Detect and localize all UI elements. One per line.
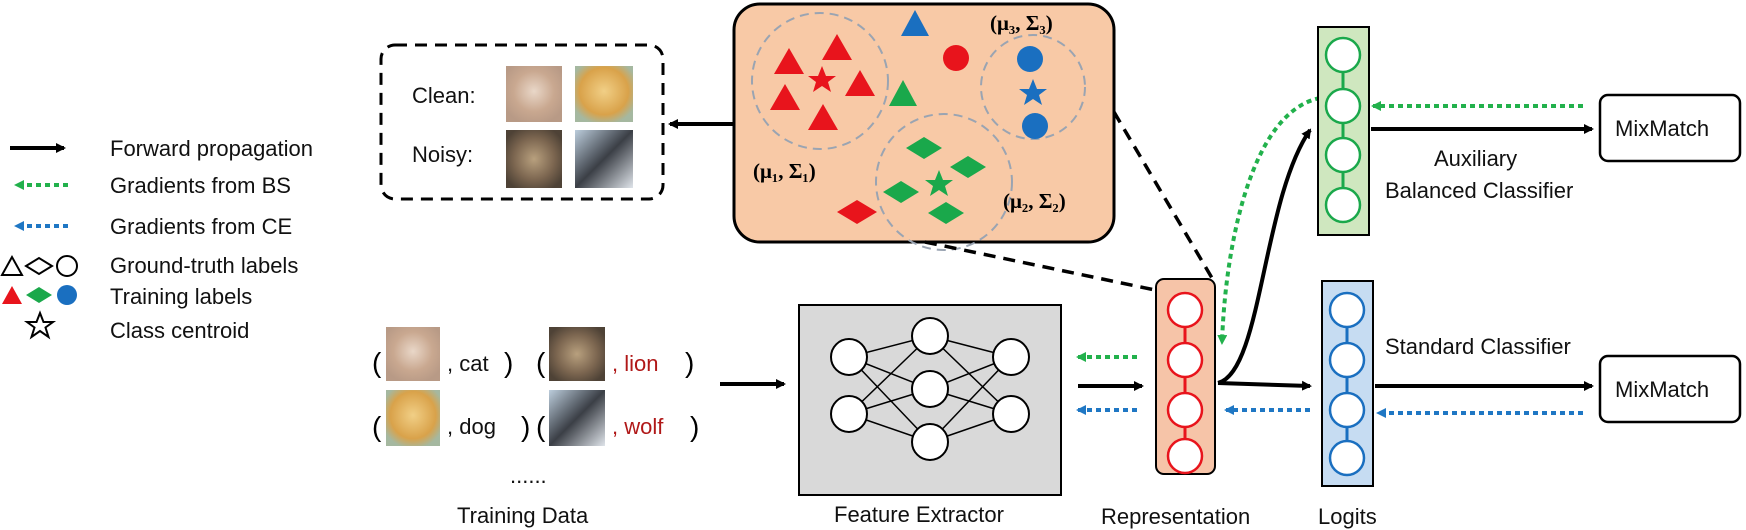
train-label-dog: , dog	[447, 414, 496, 439]
green-diamond-1	[906, 137, 942, 159]
noisy-wolf-image	[575, 130, 633, 188]
train-circle-icon	[57, 285, 77, 305]
cluster-3-region	[980, 34, 1086, 140]
paren-open-2b: (	[536, 411, 546, 442]
fe-caption: Feature Extractor	[834, 502, 1004, 527]
gt-circle-icon	[56, 255, 78, 277]
train-label-cat: , cat	[447, 351, 489, 376]
logits-caption: Logits	[1318, 504, 1377, 529]
mixmatch-bottom-label: MixMatch	[1615, 377, 1709, 402]
red-star-centroid	[808, 66, 836, 92]
red-circle-outlier	[943, 45, 969, 71]
train-label-wolf: , wolf	[612, 414, 664, 439]
clean-dog-image	[575, 66, 633, 122]
noisy-lion-image	[506, 130, 562, 188]
cluster-box: (μ₁, Σ₁) (μ₂, Σ₂) (μ₃, Σ₃)	[732, 2, 1116, 251]
mixmatch-bottom-box	[1598, 354, 1742, 424]
red-triangle-3	[770, 84, 800, 110]
legend-train-label: Training labels	[110, 284, 252, 309]
train-cat-image	[386, 327, 440, 381]
train-lion-image	[549, 327, 605, 381]
green-diamond-2	[950, 156, 986, 178]
train-wolf-image	[549, 390, 605, 446]
repr-to-aux-arrow	[1217, 128, 1312, 385]
fe-nodes	[830, 317, 1030, 461]
green-star-centroid	[925, 170, 953, 196]
paren-close-2a: )	[521, 411, 530, 442]
clean-noisy-box: Clean: Noisy:	[379, 43, 665, 201]
train-dog-image	[386, 390, 440, 446]
paren-close-1a: )	[504, 347, 513, 378]
legend: Forward propagation Gradients from BS Gr…	[0, 136, 313, 343]
cluster-3-label: (μ₃, Σ₃)	[990, 11, 1053, 35]
green-diamond-4	[928, 202, 964, 224]
cluster-connector-right	[1112, 111, 1214, 279]
cluster-1-region	[751, 12, 889, 150]
representation: Representation	[1101, 278, 1250, 529]
legend-centroid-label: Class centroid	[110, 318, 249, 343]
red-triangle-4	[845, 70, 875, 96]
red-triangle-2	[822, 34, 852, 60]
repr-to-logits-arrow	[1217, 380, 1312, 391]
train-label-lion: , lion	[612, 351, 658, 376]
feature-extractor: Feature Extractor	[798, 304, 1062, 527]
paren-open-2a: (	[372, 411, 382, 442]
train-label-shapes	[2, 285, 77, 305]
aux-classifier: Auxiliary Balanced Classifier	[1317, 26, 1573, 236]
paren-close-1b: )	[685, 347, 694, 378]
clean-label: Clean:	[412, 83, 476, 108]
aux-nodes	[1324, 36, 1362, 224]
paren-open-1a: (	[372, 347, 382, 378]
legend-gt-label: Ground-truth labels	[110, 253, 298, 278]
mixmatch-top-box	[1598, 93, 1742, 163]
blue-star-centroid	[1019, 79, 1047, 105]
legend-grad-ce-label: Gradients from CE	[110, 214, 292, 239]
train-triangle-icon	[2, 286, 22, 304]
legend-grad-bs-label: Gradients from BS	[110, 173, 291, 198]
legend-forward-label: Forward propagation	[110, 136, 313, 161]
blue-circle-1	[1017, 46, 1043, 72]
cluster-2-label: (μ₂, Σ₂)	[1003, 189, 1066, 213]
green-triangle-outlier	[889, 80, 917, 106]
green-diamond-3	[883, 181, 919, 203]
gt-triangle-icon	[0, 254, 24, 276]
gt-label-shapes	[0, 254, 78, 277]
red-triangle-1	[774, 48, 804, 74]
noisy-label: Noisy:	[412, 142, 473, 167]
aux-caption-line2: Balanced Classifier	[1385, 178, 1573, 203]
paren-close-2b: )	[690, 411, 699, 442]
red-triangle-5	[808, 104, 838, 130]
train-diamond-icon	[26, 287, 52, 303]
centroid-star-icon	[23, 310, 57, 340]
repr-nodes	[1166, 291, 1204, 475]
mixmatch-top-label: MixMatch	[1615, 116, 1709, 141]
std-classifier-caption: Standard Classifier	[1385, 334, 1571, 359]
training-data-caption: Training Data	[457, 503, 589, 528]
logit-nodes	[1328, 291, 1366, 477]
logits: Logits	[1318, 280, 1377, 529]
blue-triangle-outlier	[901, 10, 929, 36]
blue-circle-2	[1022, 113, 1048, 139]
gt-diamond-icon	[24, 256, 54, 276]
clean-cat-image	[506, 66, 562, 122]
training-ellipsis: ......	[510, 463, 547, 488]
cluster-1-label: (μ₁, Σ₁)	[753, 159, 816, 183]
grad-bs-aux-to-repr-arrow	[1217, 96, 1321, 345]
repr-caption: Representation	[1101, 504, 1250, 529]
cluster-2-region	[875, 113, 1013, 251]
aux-caption-line1: Auxiliary	[1434, 146, 1517, 171]
red-diamond-outlier	[837, 200, 877, 224]
paren-open-1b: (	[536, 347, 546, 378]
training-data: ( , cat ) ( , lion ) ( , dog ) ( , wolf …	[372, 327, 699, 528]
